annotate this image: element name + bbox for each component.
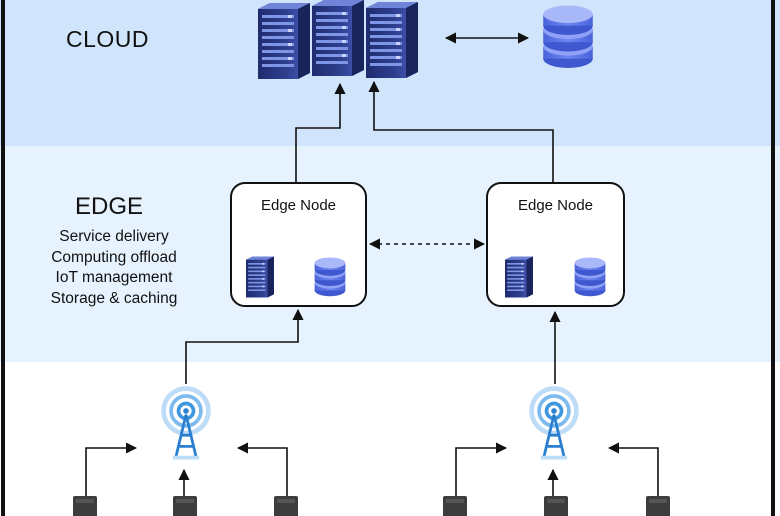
device-3-arrow bbox=[236, 442, 288, 498]
iot-device-icon bbox=[646, 496, 670, 516]
edge-node-left-server-icon bbox=[246, 256, 274, 298]
edge-function-item: Storage & caching bbox=[50, 289, 178, 307]
edge-node-left-database-icon bbox=[314, 257, 346, 297]
device-4-arrow bbox=[455, 442, 508, 498]
edge-function-item: IoT management bbox=[55, 269, 173, 286]
cloud-server-rack-icon bbox=[258, 0, 418, 79]
iot-device-icon bbox=[443, 496, 467, 516]
cloud-database-icon bbox=[543, 5, 593, 68]
edge-layer-title: EDGE bbox=[74, 193, 143, 220]
iot-device-icon bbox=[173, 496, 197, 516]
device-1-arrow bbox=[85, 442, 138, 498]
device-6-arrow bbox=[607, 442, 659, 498]
cloud-layer-title: CLOUD bbox=[66, 26, 150, 52]
right-edge-to-cloud-arrow bbox=[368, 80, 554, 183]
iot-device-icon bbox=[73, 496, 97, 516]
edge-node-label-left: Edge Node bbox=[260, 197, 337, 214]
edge-function-item: Service delivery bbox=[59, 228, 169, 245]
iot-device-icon bbox=[274, 496, 298, 516]
iot-device-icon bbox=[544, 496, 568, 516]
edge-function-item: Computing offload bbox=[51, 248, 177, 266]
left-edge-to-cloud-arrow bbox=[295, 82, 346, 183]
edge-functions-list: Service delivery Computing offload IoT m… bbox=[34, 227, 194, 309]
edge-node-label-right: Edge Node bbox=[517, 197, 594, 214]
edge-band bbox=[0, 146, 780, 362]
left-tower-to-edge-arrow bbox=[185, 308, 304, 384]
edge-node-right-database-icon bbox=[574, 257, 606, 297]
edge-node-right-server-icon bbox=[505, 256, 533, 298]
